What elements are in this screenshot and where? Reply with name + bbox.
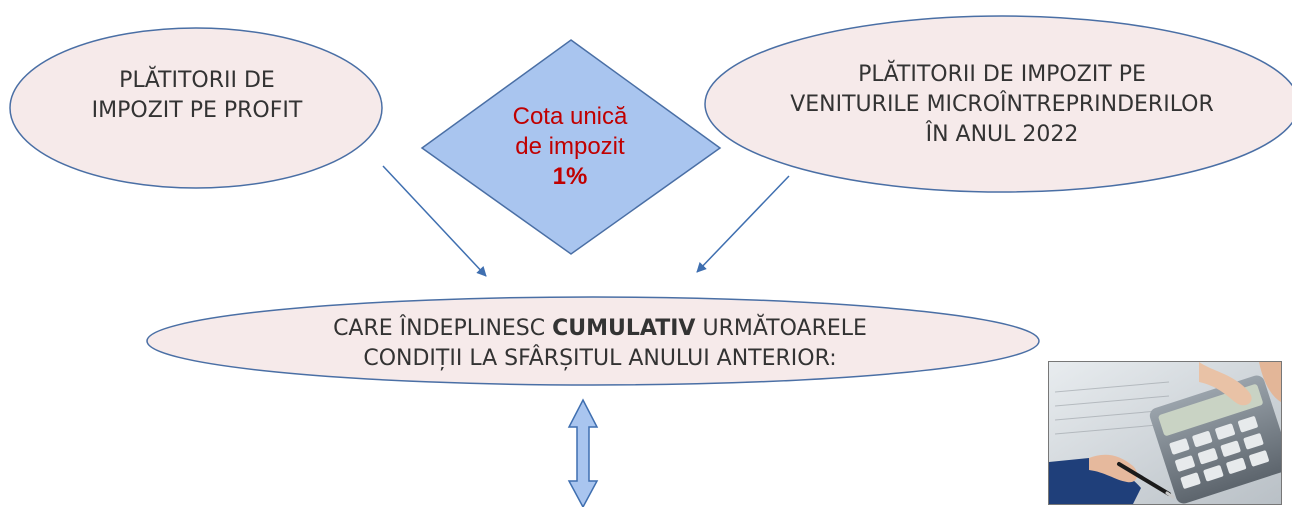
conditions-ellipse	[146, 296, 1040, 386]
tax-rate-diamond	[420, 39, 722, 255]
arrow-left-to-center	[382, 165, 487, 277]
conditions-line1-pre: CARE ÎNDEPLINESC	[333, 316, 553, 341]
payers-micro-label: PLĂTITORII DE IMPOZIT PE VENITURILE MICR…	[742, 60, 1262, 150]
calculator-hand-photo	[1048, 361, 1282, 505]
conditions-line1: CARE ÎNDEPLINESC CUMULATIV URMĂTOARELE	[180, 314, 1020, 344]
conditions-label: CARE ÎNDEPLINESC CUMULATIV URMĂTOARELE C…	[180, 314, 1020, 374]
conditions-emphasis: CUMULATIV	[552, 316, 696, 341]
double-arrow-icon	[567, 398, 599, 507]
tax-rate-label: Cota unică de impozit 1%	[470, 102, 670, 192]
payers-profit-line2: IMPOZIT PE PROFIT	[91, 98, 303, 123]
payers-micro-line3: ÎN ANUL 2022	[925, 122, 1079, 147]
tax-rate-line1: Cota unică	[512, 103, 628, 130]
payers-profit-label: PLĂTITORII DE IMPOZIT PE PROFIT	[62, 66, 332, 126]
tax-rate-value: 1%	[552, 163, 588, 190]
conditions-line1-post: URMĂTOARELE	[695, 316, 867, 341]
payers-micro-line2: VENITURILE MICROÎNTREPRINDERILOR	[790, 92, 1214, 117]
payers-micro-ellipse	[704, 15, 1292, 193]
tax-rate-line2: de impozit	[515, 133, 625, 160]
payers-micro-line1: PLĂTITORII DE IMPOZIT PE	[858, 62, 1146, 87]
payers-profit-ellipse	[9, 27, 383, 189]
conditions-line2: CONDIȚII LA SFÂRȘITUL ANULUI ANTERIOR:	[363, 346, 837, 371]
arrow-right-to-center	[696, 175, 790, 273]
payers-profit-line1: PLĂTITORII DE	[119, 68, 275, 93]
